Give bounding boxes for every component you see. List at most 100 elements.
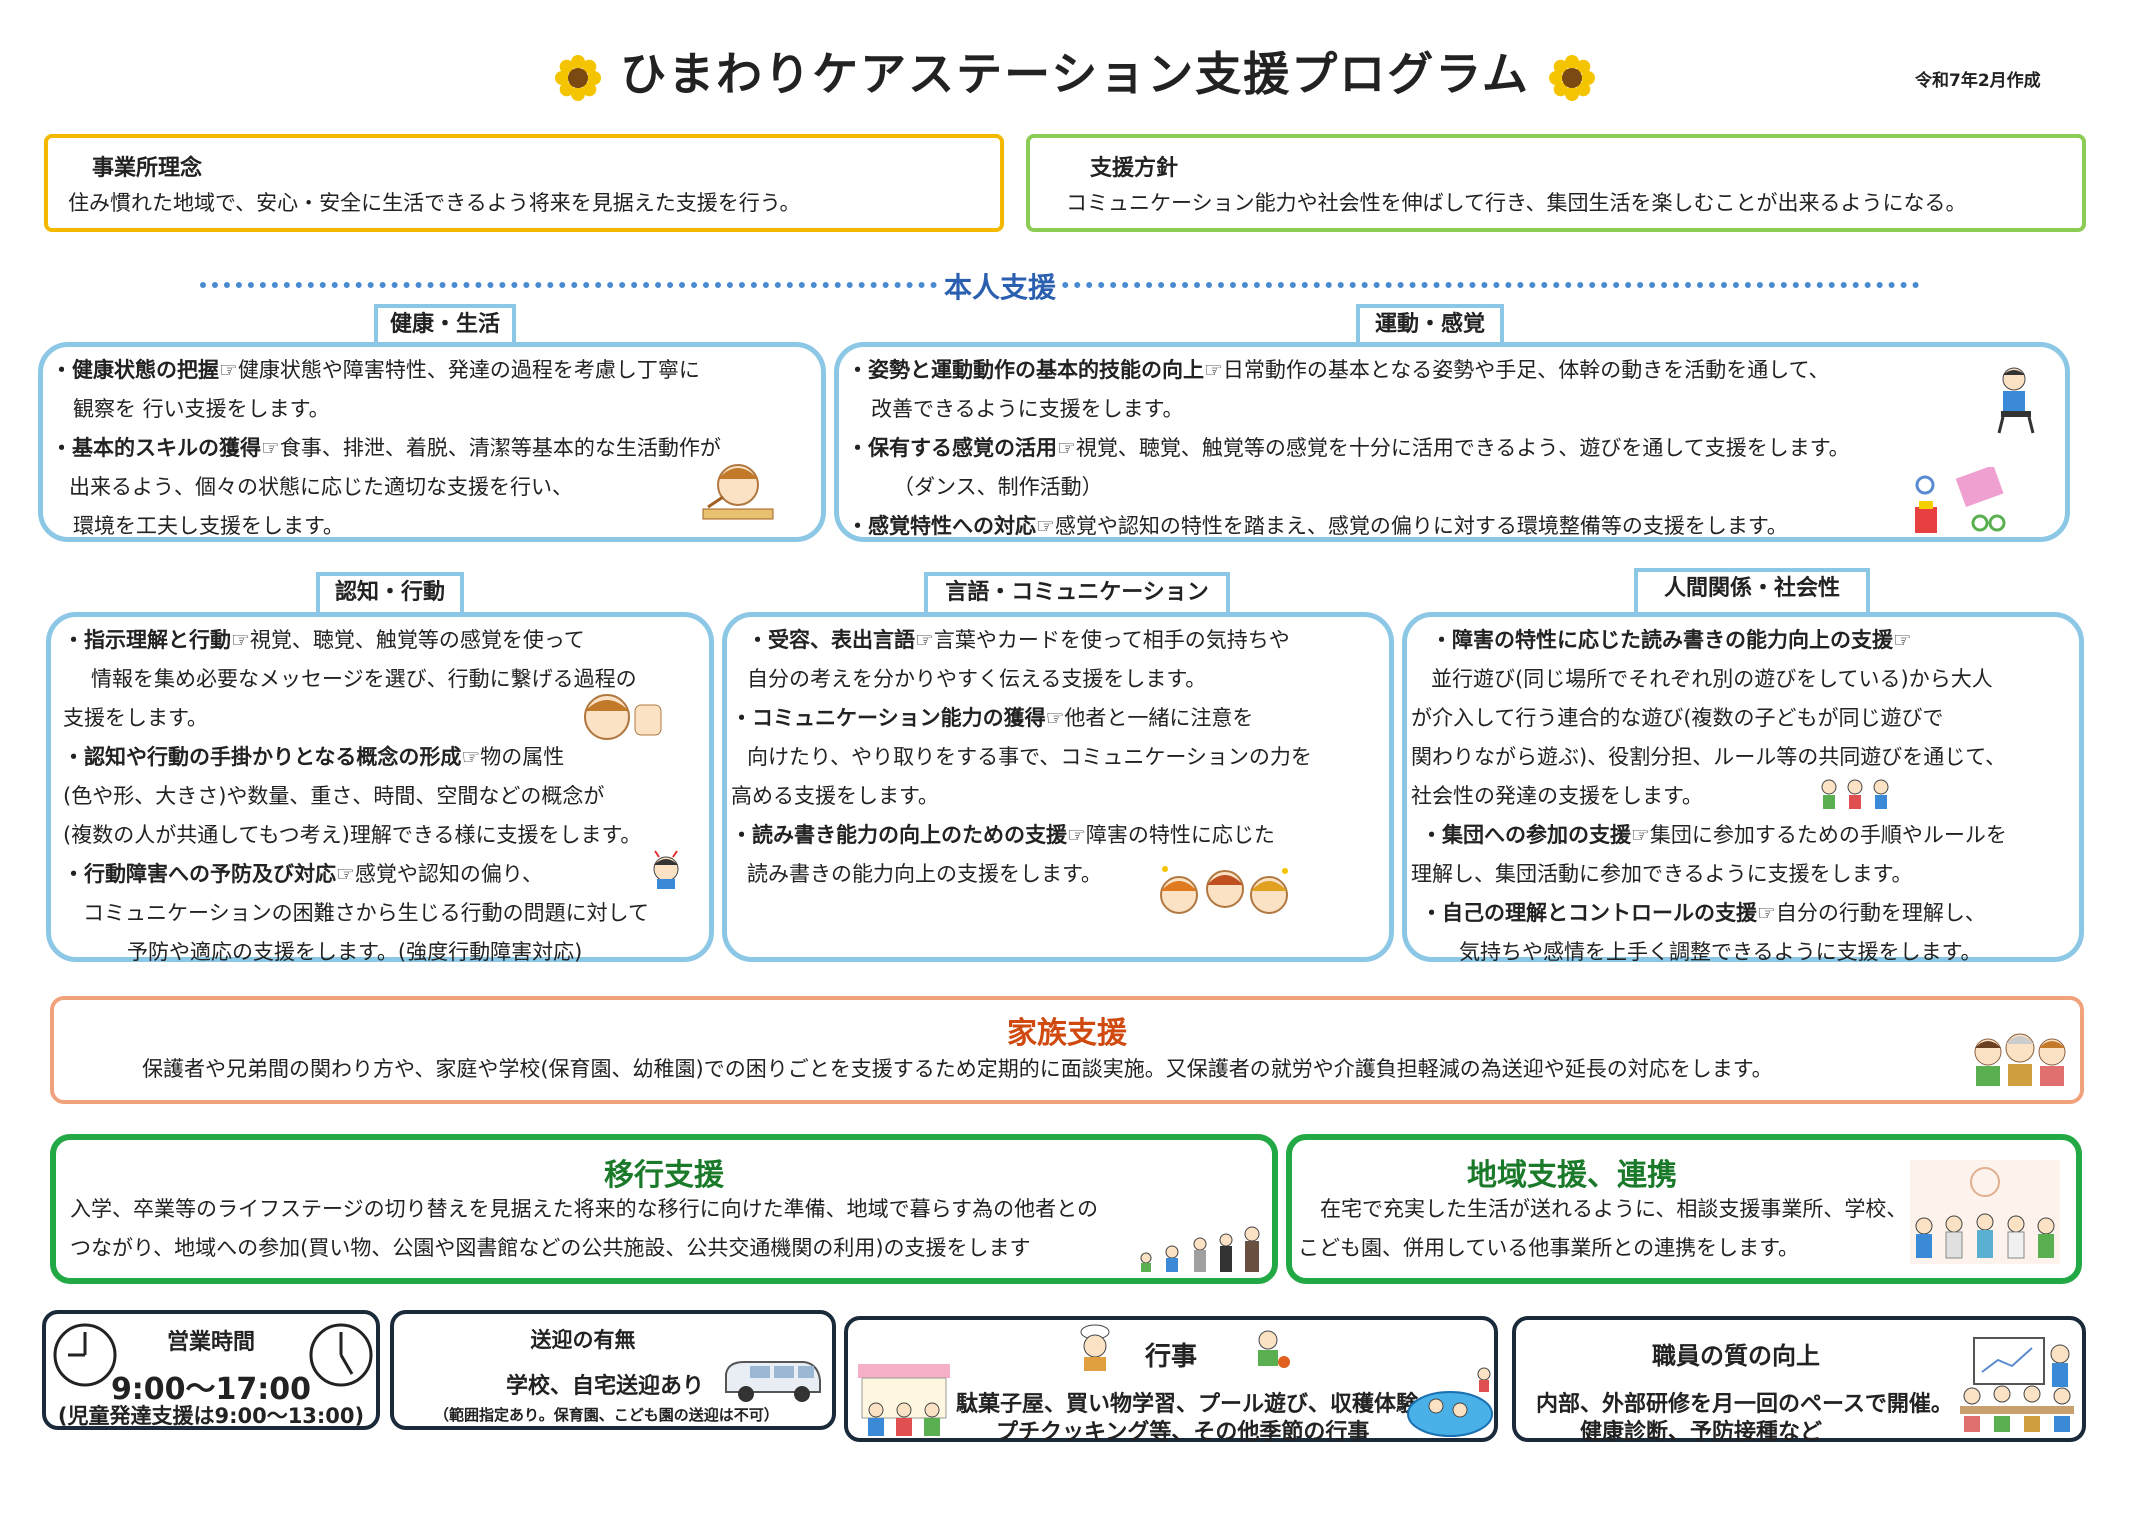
ikou-text-2: つながり、地域への参加(買い物、公園や図書館などの公共施設、公共交通機関の利用)… xyxy=(70,1236,1031,1260)
kenkou-item-2-text-2: 出来るよう、個々の状態に応じた適切な支援を行い、 xyxy=(69,475,573,499)
gyouji-text-1: 駄菓子屋、買い物学習、プール遊び、収穫体験 xyxy=(956,1392,1419,1417)
training-meeting-icon xyxy=(1960,1337,2074,1432)
gyouji-text-2: プチクッキング等、その他季節の行事 xyxy=(996,1420,1370,1445)
ninchi-item-1-text: ☞視覚、聴覚、触覚等の感覚を使って xyxy=(231,628,585,652)
kenkou-item-1-text: ☞健康状態や障害特性、発達の過程を考慮し丁寧に xyxy=(219,358,700,382)
sunflower-icon xyxy=(555,54,602,101)
ningen-item-3-text: ☞自分の行動を理解し、 xyxy=(1757,901,1986,925)
surprised-child-icon xyxy=(653,850,679,889)
ninchi-item-2-text-2: (色や形、大きさ)や数量、重さ、時間、空間などの概念が xyxy=(63,784,605,808)
houshin-box: 支援方針 コミュニケーション能力や社会性を伸ばして行き、集団生活を楽しむことが出… xyxy=(1026,134,2086,232)
sitting-child-icon xyxy=(1997,367,2035,434)
houshin-text: コミュニケーション能力や社会性を伸ばして行き、集団生活を楽しむことが出来るように… xyxy=(1066,191,1967,215)
ningen-item-2-text: ☞集団に参加するための手順やルールを xyxy=(1631,823,2007,847)
ningen-item-1-text-4: 関わりながら遊ぶ)、役割分担、ルール等の共同遊びを通じて、 xyxy=(1411,745,2007,769)
gengo-item-2-title: ・コミュニケーション能力の獲得 xyxy=(731,706,1046,730)
chiiki-text-1: 在宅で充実した生活が送れるように、相談支援事業所、学校、 xyxy=(1320,1197,1908,1221)
eigyou-title: 営業時間 xyxy=(166,1330,255,1355)
ninchi-item-1-text-3: 支援をします。 xyxy=(63,706,208,730)
ninchi-item-3-title: ・行動障害への予防及び対応 xyxy=(63,862,336,886)
chiiki-box: 地域支援、連携 在宅で充実した生活が送れるように、相談支援事業所、学校、 こども… xyxy=(1286,1134,2082,1284)
staff-team-icon xyxy=(1910,1160,2060,1264)
community-people-icon xyxy=(1140,1226,1260,1272)
family-icon xyxy=(1974,1033,2066,1086)
undou-item-3-title: ・感覚特性への対応 xyxy=(847,514,1036,538)
kenkou-card: ・健康状態の把握☞健康状態や障害特性、発達の過程を考慮し丁寧に 観察を 行い支援… xyxy=(38,342,826,542)
gengo-item-2-text: ☞他者と一緒に注意を xyxy=(1045,706,1254,730)
ninchi-item-1-title: ・指示理解と行動 xyxy=(63,628,231,652)
rinen-text: 住み慣れた地域で、安心・安全に生活できるよう将来を見据えた支援を行う。 xyxy=(68,191,801,215)
shokuin-title: 職員の質の向上 xyxy=(1652,1342,1820,1370)
ikou-title: 移行支援 xyxy=(604,1158,724,1193)
title-text: ひまわりケアステーション支援プログラム xyxy=(620,47,1530,101)
clock-icon xyxy=(309,1323,373,1387)
ningen-item-1-text-3: が介入して行う連合的な遊び(複数の子どもが同じ遊びで xyxy=(1411,706,1944,730)
tab-ninchi: 認知・行動 xyxy=(316,572,464,616)
cooking-child-icon xyxy=(1080,1324,1110,1371)
kazoku-text: 保護者や兄弟間の関わり方や、家庭や学校(保育園、幼稚園)での困りごとを支援するた… xyxy=(142,1057,1773,1081)
tab-undou: 運動・感覚 xyxy=(1356,304,1504,346)
kenkou-item-2-text: ☞食事、排泄、着脱、清潔等基本的な生活動作が xyxy=(261,436,721,460)
honnin-title: 本人支援 xyxy=(940,266,1060,306)
rinen-box: 事業所理念 住み慣れた地域で、安心・安全に生活できるよう将来を見据えた支援を行う… xyxy=(44,134,1004,232)
undou-item-1-text-2: 改善できるように支援をします。 xyxy=(871,397,1184,421)
undou-item-1-text: ☞日常動作の基本となる姿勢や手足、体幹の動きを活動を通して、 xyxy=(1204,358,1830,382)
undou-item-2-title: ・保有する感覚の活用 xyxy=(847,436,1057,460)
gyouji-title: 行事 xyxy=(1144,1342,1197,1372)
clock-icon xyxy=(53,1323,117,1387)
sougei-text: 学校、自宅送迎あり xyxy=(506,1374,705,1399)
eigyou-sub: (児童発達支援は9:00～13:00) xyxy=(57,1404,365,1428)
kenkou-item-2-text-3: 環境を工夫し支援をします。 xyxy=(73,514,344,538)
houshin-heading: 支援方針 xyxy=(1090,156,1179,181)
child-hand-icon xyxy=(584,694,662,740)
shokuin-text-1: 内部、外部研修を月一回のペースで開催。 xyxy=(1536,1392,1953,1417)
ningen-item-2-title: ・集団への参加の支援 xyxy=(1421,823,1631,847)
shokuin-text-2: 健康診断、予防接種など xyxy=(1580,1420,1823,1445)
ikou-box: 移行支援 入学、卒業等のライフステージの切り替えを見据えた将来的な移行に向けた準… xyxy=(50,1134,1278,1284)
gengo-item-3-text-2: 読み書きの能力向上の支援をします。 xyxy=(747,862,1102,886)
tab-ningen: 人間関係・社会性 xyxy=(1634,568,1870,616)
ningen-item-1-text: ☞ xyxy=(1893,628,1912,652)
ningen-item-1-title: ・障害の特性に応じた読み書きの能力向上の支援 xyxy=(1431,628,1893,652)
page-title: ひまわりケアステーション支援プログラム xyxy=(0,38,2150,104)
eigyou-time: 9:00～17:00 xyxy=(110,1372,312,1407)
undou-item-2-text-2: （ダンス、制作活動） xyxy=(893,475,1103,499)
harvest-child-icon xyxy=(1258,1330,1290,1368)
ningen-item-1-text-5: 社会性の発達の支援をします。 xyxy=(1411,784,1703,808)
shop-stall-icon xyxy=(858,1364,950,1436)
shokuin-box: 職員の質の向上 内部、外部研修を月一回のペースで開催。 健康診断、予防接種など xyxy=(1512,1316,2086,1445)
tab-gengo: 言語・コミュニケーション xyxy=(924,572,1230,616)
gengo-card: ・受容、表出言語☞言葉やカードを使って相手の気持ちや 自分の考えを分かりやすく伝… xyxy=(722,612,1394,962)
section-divider xyxy=(200,282,1920,288)
gengo-item-3-title: ・読み書き能力の向上のための支援 xyxy=(731,823,1067,847)
sougei-sub: （範囲指定あり。保育園、こども園の送迎は不可） xyxy=(434,1406,779,1424)
sougei-title: 送迎の有無 xyxy=(530,1328,636,1352)
ninchi-item-3-text-2: コミュニケーションの困難さから生じる行動の問題に対して xyxy=(83,901,649,925)
ninchi-item-3-text: ☞感覚や認知の偏り、 xyxy=(336,862,543,886)
kazoku-title: 家族支援 xyxy=(1007,1016,1127,1051)
sunflower-icon xyxy=(1548,54,1595,101)
ningen-card: ・障害の特性に応じた読み書きの能力向上の支援☞ 並行遊び(同じ場所でそれぞれ別の… xyxy=(1402,612,2084,964)
craft-tools-icon xyxy=(1915,467,2006,533)
kazoku-box: 家族支援 保護者や兄弟間の関わり方や、家庭や学校(保育園、幼稚園)での困りごとを… xyxy=(50,996,2084,1104)
chiiki-title: 地域支援、連携 xyxy=(1467,1158,1677,1193)
talking-children-icon xyxy=(1160,866,1288,914)
kenkou-item-2-title: ・基本的スキルの獲得 xyxy=(51,436,261,460)
ningen-item-2-text-2: 理解し、集団活動に参加できるように支援をします。 xyxy=(1411,862,1913,886)
kenkou-item-1-text-2: 観察を 行い支援をします。 xyxy=(73,397,330,421)
ninchi-item-1-text-2: 情報を集め必要なメッセージを選び、行動に繋げる過程の xyxy=(91,667,637,691)
eigyou-box: 営業時間 9:00～17:00 (児童発達支援は9:00～13:00) xyxy=(42,1310,380,1430)
gengo-item-1-text: ☞言葉やカードを使って相手の気持ちや xyxy=(915,628,1290,652)
ningen-item-3-text-2: 気持ちや感情を上手く調整できるように支援をします。 xyxy=(1459,940,1982,964)
undou-item-1-title: ・姿勢と運動動作の基本的技能の向上 xyxy=(847,358,1204,382)
ikou-text-1: 入学、卒業等のライフステージの切り替えを見据えた将来的な移行に向けた準備、地域で… xyxy=(70,1197,1098,1221)
van-icon xyxy=(725,1361,821,1402)
ninchi-item-2-title: ・認知や行動の手掛かりとなる概念の形成 xyxy=(63,745,462,769)
undou-card: ・姿勢と運動動作の基本的技能の向上☞日常動作の基本となる姿勢や手足、体幹の動きを… xyxy=(834,342,2070,542)
creation-date: 令和7年2月作成 xyxy=(1915,71,2041,91)
ningen-item-1-text-2: 並行遊び(同じ場所でそれぞれ別の遊びをしている)から大人 xyxy=(1431,667,1993,691)
gengo-item-3-text: ☞障害の特性に応じた xyxy=(1067,823,1275,847)
pool-icon xyxy=(1407,1367,1493,1437)
playing-children-icon xyxy=(1821,779,1889,809)
undou-item-3-text: ☞感覚や認知の特性を踏まえ、感覚の偏りに対する環境整備等の支援をします。 xyxy=(1036,514,1788,538)
